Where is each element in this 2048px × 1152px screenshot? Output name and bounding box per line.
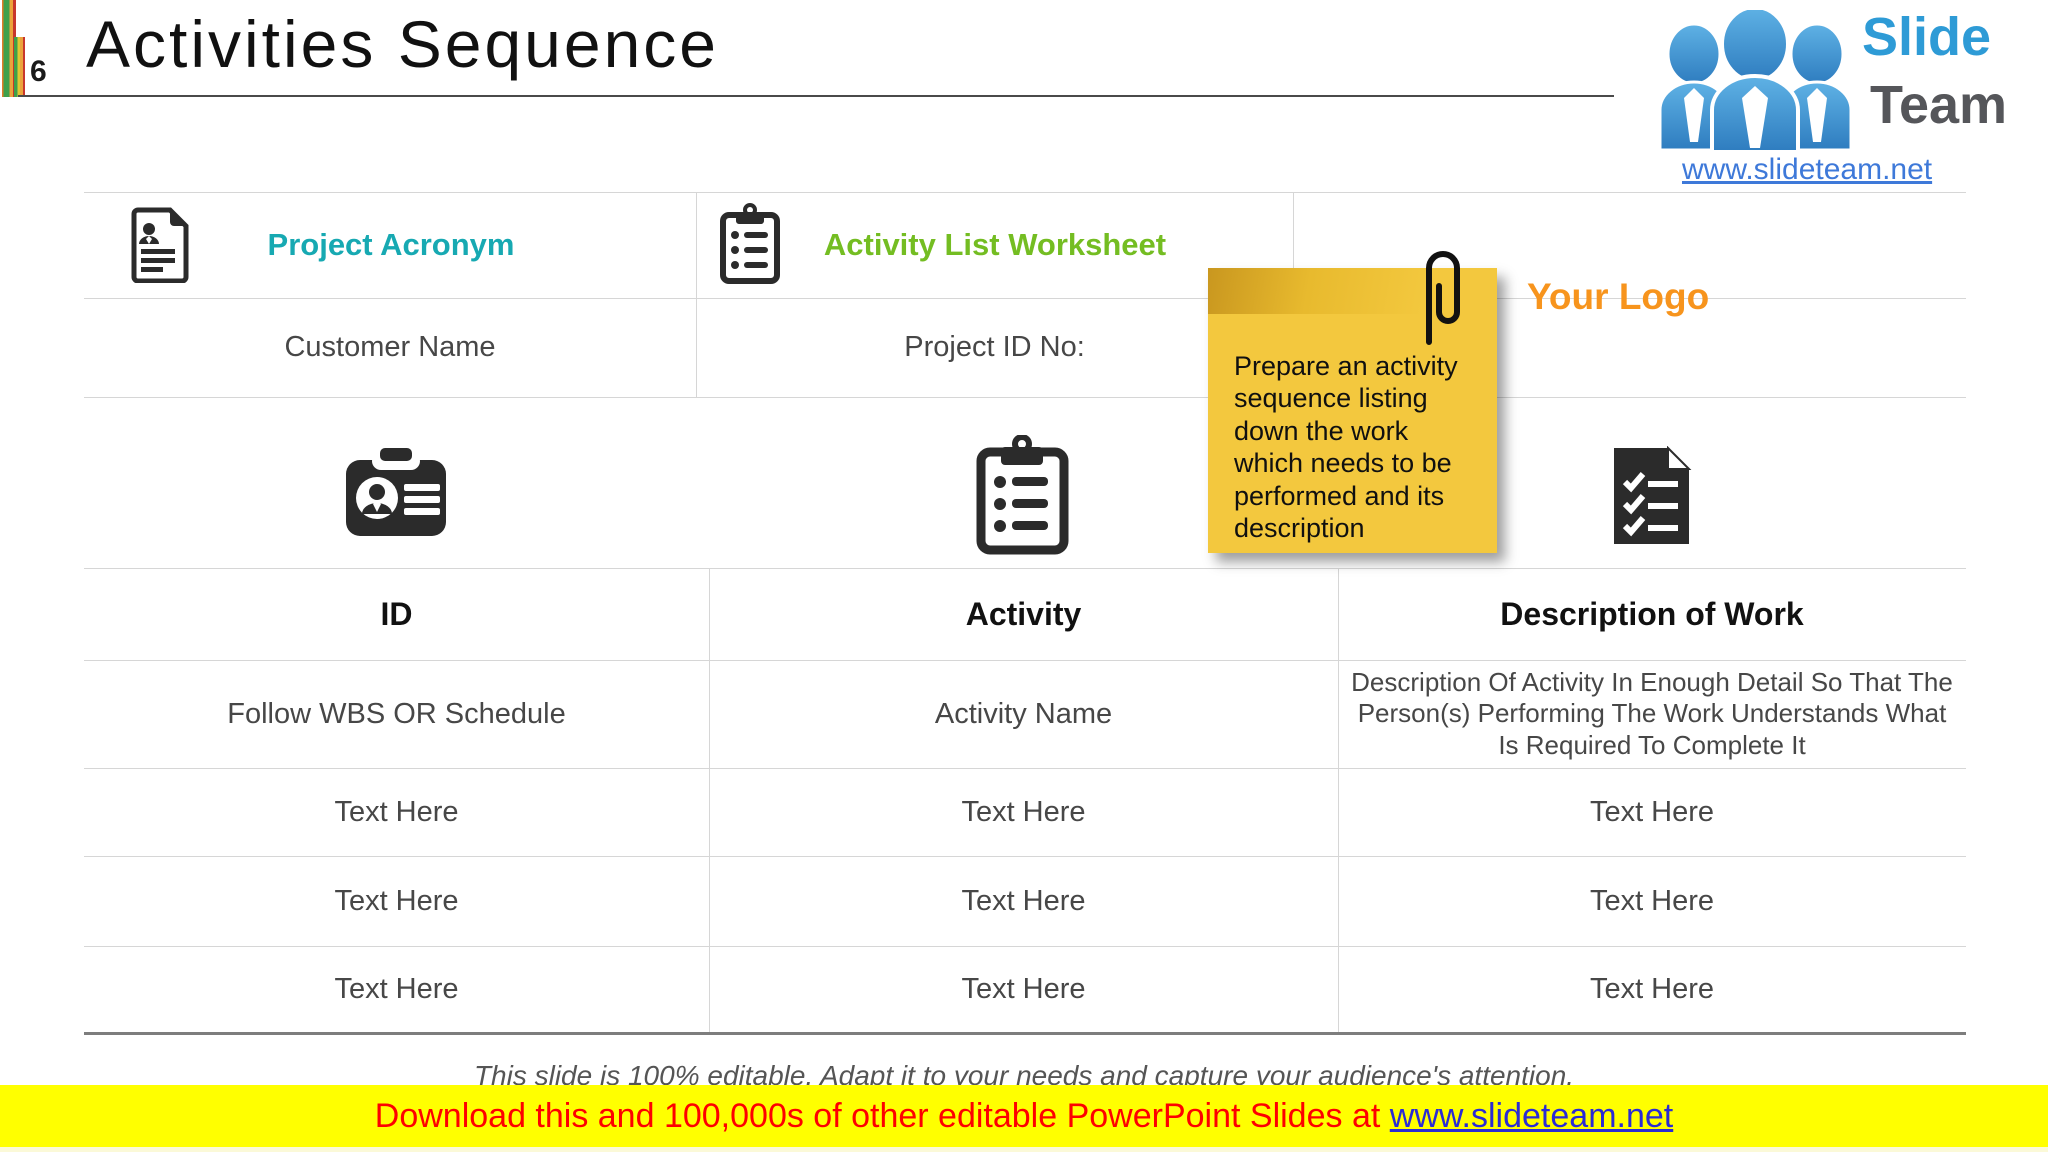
title-divider <box>18 95 1614 97</box>
table-bottom-border <box>84 1032 1966 1035</box>
sticky-note-text: Prepare an activity sequence listing dow… <box>1234 351 1458 543</box>
paperclip-icon <box>1426 251 1460 345</box>
column-header-id: ID <box>380 595 413 632</box>
table-cell: Activity Name <box>934 697 1113 730</box>
three-people-icon <box>1658 10 1853 152</box>
id-card-icon <box>346 448 446 536</box>
table-border <box>84 192 1966 193</box>
table-cell: Text Here <box>334 884 459 917</box>
table-border <box>1338 568 1339 1032</box>
table-border <box>84 298 1966 299</box>
slide-number: 6 <box>30 55 47 88</box>
clipboard-list-icon <box>720 203 780 284</box>
project-id-cell: Project ID No: <box>904 331 1085 363</box>
table-cell: Text Here <box>961 972 1086 1005</box>
customer-name-cell: Customer Name <box>284 331 496 363</box>
slideteam-logo: Slide Team www.slideteam.net <box>1640 0 2048 200</box>
column-header-description: Description of Work <box>1500 595 1804 632</box>
banner-text: Download this and 100,000s of other edit… <box>374 1096 1390 1135</box>
table-cell: Text Here <box>1589 795 1715 828</box>
logo-brand-team: Team <box>1870 75 2008 135</box>
logo-brand-slide: Slide <box>1862 7 1992 67</box>
logo-url-link[interactable]: www.slideteam.net <box>1682 153 1933 186</box>
table-cell: Description Of Activity In Enough Detail… <box>1351 667 1953 760</box>
download-banner: Download this and 100,000s of other edit… <box>0 1085 2048 1147</box>
decorative-stripe-bar <box>14 37 25 97</box>
table-cell: Follow WBS OR Schedule <box>227 697 566 730</box>
your-logo-placeholder: Your Logo <box>1527 276 1710 317</box>
resume-document-icon <box>131 207 189 283</box>
table-border <box>709 568 710 1032</box>
banner-underline-strip <box>0 1147 2048 1152</box>
table-border <box>84 768 1966 769</box>
checklist-document-icon <box>1614 446 1692 544</box>
table-cell: Text Here <box>961 795 1086 828</box>
table-cell: Text Here <box>1589 972 1715 1005</box>
table-cell: Text Here <box>961 884 1086 917</box>
table-cell: Text Here <box>334 795 459 828</box>
info-header-activity-list-worksheet: Activity List Worksheet <box>823 227 1167 262</box>
table-border <box>84 946 1966 947</box>
table-border <box>84 856 1966 857</box>
banner-link[interactable]: www.slideteam.net <box>1389 1096 1674 1135</box>
decorative-stripe-bar <box>2 0 16 97</box>
column-header-activity: Activity <box>965 595 1082 632</box>
sticky-note-fold <box>1208 268 1497 314</box>
table-border <box>84 660 1966 661</box>
table-border <box>84 568 1966 569</box>
table-border <box>84 397 1966 398</box>
page-title: Activities Sequence <box>86 7 719 81</box>
table-border <box>696 192 697 397</box>
table-cell: Text Here <box>334 972 459 1005</box>
clipboard-list-icon <box>976 435 1069 555</box>
table-cell: Text Here <box>1589 884 1715 917</box>
info-header-project-acronym: Project Acronym <box>267 227 515 262</box>
sticky-note[interactable]: Prepare an activity sequence listing dow… <box>1208 268 1497 553</box>
